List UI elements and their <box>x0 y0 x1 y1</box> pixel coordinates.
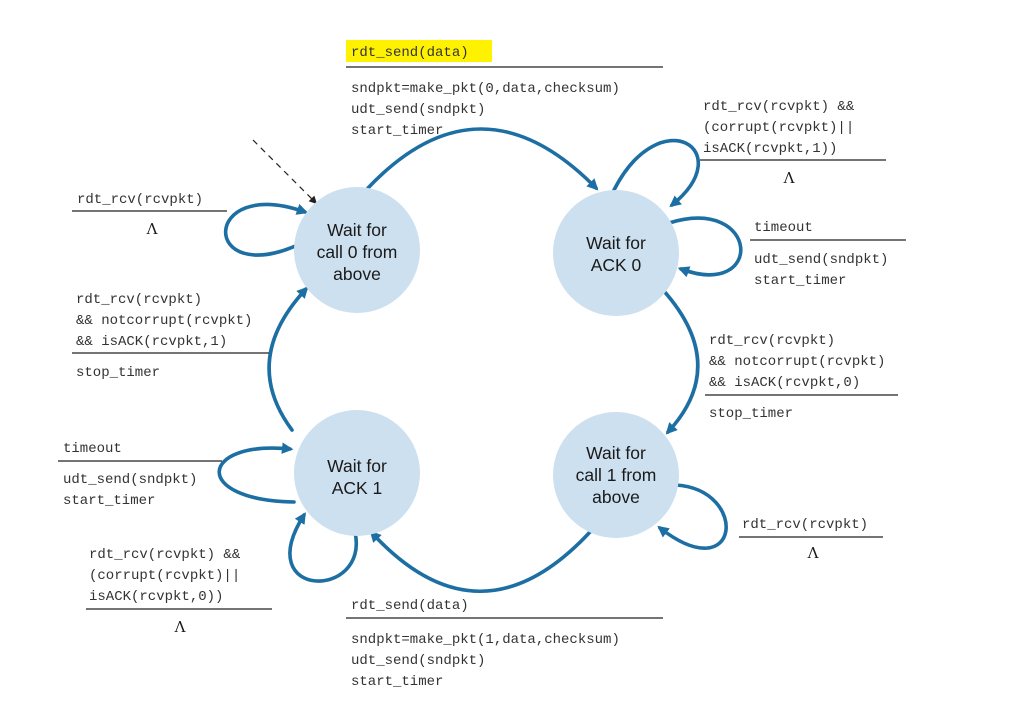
event-text: && notcorrupt(rcvpkt) <box>709 354 885 370</box>
state-label-line: above <box>333 264 381 284</box>
action-text: start_timer <box>63 493 155 509</box>
state-wait-ack-1: Wait for ACK 1 <box>294 410 420 536</box>
lambda-action: Λ <box>783 169 795 187</box>
event-text: rdt_rcv(rcvpkt) && <box>89 547 241 563</box>
state-wait-call-0: Wait for call 0 from above <box>294 187 420 313</box>
transition-label-t12: rdt_rcv(rcvpkt) && notcorrupt(rcvpkt) &&… <box>705 333 898 422</box>
event-text: rdt_rcv(rcvpkt) <box>77 192 203 208</box>
transition-label-s2-self: rdt_rcv(rcvpkt) Λ <box>739 517 883 562</box>
state-label-line: ACK 1 <box>332 478 383 498</box>
arc-s1-to-s2 <box>661 288 700 435</box>
event-text: (corrupt(rcvpkt)|| <box>703 120 854 136</box>
arc-s0-to-s1 <box>366 127 599 191</box>
lambda-action: Λ <box>146 220 158 238</box>
event-text: rdt_rcv(rcvpkt) <box>742 517 868 533</box>
loop-s1-timeout <box>667 216 743 278</box>
event-text: rdt_rcv(rcvpkt) <box>76 292 202 308</box>
action-text: udt_send(sndpkt) <box>754 252 888 268</box>
event-text: && notcorrupt(rcvpkt) <box>76 313 252 329</box>
action-text: udt_send(sndpkt) <box>351 653 485 669</box>
state-wait-call-1: Wait for call 1 from above <box>553 412 679 538</box>
event-text: rdt_rcv(rcvpkt) && <box>703 99 855 115</box>
action-text: start_timer <box>351 674 443 690</box>
event-highlight <box>346 40 492 62</box>
state-label-line: call 1 from <box>576 465 657 485</box>
action-text: udt_send(sndpkt) <box>63 472 197 488</box>
event-text: timeout <box>63 441 122 457</box>
transition-label-t23: rdt_send(data) sndpkt=make_pkt(1,data,ch… <box>346 598 663 690</box>
action-text: sndpkt=make_pkt(1,data,checksum) <box>351 632 620 648</box>
lambda-action: Λ <box>807 544 819 562</box>
event-text: rdt_send(data) <box>351 45 469 61</box>
event-text: isACK(rcvpkt,1)) <box>703 141 837 157</box>
transition-label-s3-corrupt: rdt_rcv(rcvpkt) && (corrupt(rcvpkt)|| is… <box>86 547 272 636</box>
state-label-line: Wait for <box>327 220 387 240</box>
loop-s0 <box>223 202 309 257</box>
transition-label-s1-corrupt: rdt_rcv(rcvpkt) && (corrupt(rcvpkt)|| is… <box>700 99 886 187</box>
action-text: start_timer <box>351 123 443 139</box>
event-text: isACK(rcvpkt,0)) <box>89 589 223 605</box>
loop-s3-corrupt <box>288 512 359 583</box>
state-wait-ack-0: Wait for ACK 0 <box>553 190 679 316</box>
loop-s2 <box>657 483 728 550</box>
action-text: sndpkt=make_pkt(0,data,checksum) <box>351 81 620 97</box>
event-text: && isACK(rcvpkt,0) <box>709 375 860 391</box>
event-text: rdt_send(data) <box>351 598 469 614</box>
state-label-line: call 0 from <box>317 242 398 262</box>
loop-s3-timeout <box>217 442 296 504</box>
transition-label-s3-timeout: timeout udt_send(sndpkt) start_timer <box>58 441 222 509</box>
action-text: udt_send(sndpkt) <box>351 102 485 118</box>
state-label-line: Wait for <box>586 443 646 463</box>
state-label-line: ACK 0 <box>591 255 642 275</box>
event-text: && isACK(rcvpkt,1) <box>76 334 227 350</box>
state-label-line: Wait for <box>327 456 387 476</box>
transition-label-t30: rdt_rcv(rcvpkt) && notcorrupt(rcvpkt) &&… <box>72 292 269 381</box>
transition-label-s1-timeout: timeout udt_send(sndpkt) start_timer <box>750 220 906 289</box>
state-label-line: above <box>592 487 640 507</box>
lambda-action: Λ <box>174 618 186 636</box>
event-text: (corrupt(rcvpkt)|| <box>89 568 240 584</box>
transition-label-t01: rdt_send(data) sndpkt=make_pkt(0,data,ch… <box>346 40 663 139</box>
action-text: start_timer <box>754 273 846 289</box>
action-text: stop_timer <box>76 365 160 381</box>
arc-s2-to-s3 <box>369 530 592 593</box>
arc-s3-to-s0 <box>267 286 309 432</box>
transition-label-s0-self: rdt_rcv(rcvpkt) Λ <box>72 192 227 238</box>
event-text: timeout <box>754 220 813 236</box>
initial-state-arrow <box>252 139 318 205</box>
action-text: stop_timer <box>709 406 793 422</box>
event-text: rdt_rcv(rcvpkt) <box>709 333 835 349</box>
loop-s1-corrupt <box>612 138 701 208</box>
state-label-line: Wait for <box>586 233 646 253</box>
